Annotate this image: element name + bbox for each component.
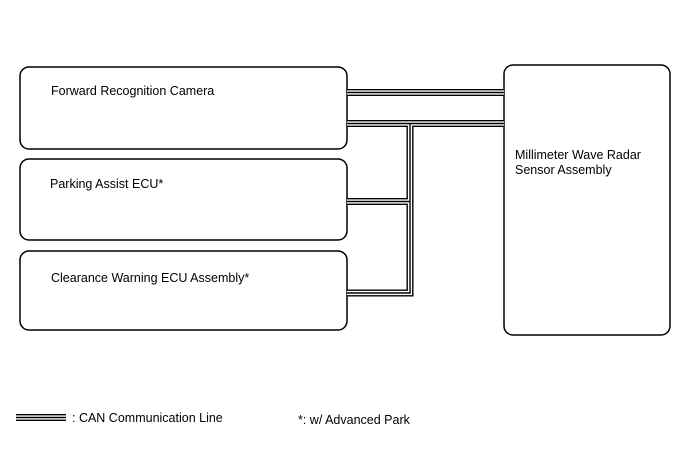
can-bus <box>347 89 504 297</box>
node-label-line1: Millimeter Wave Radar <box>515 148 641 162</box>
legend: : CAN Communication Line *: w/ Advanced … <box>16 411 411 427</box>
node-label-line2: Sensor Assembly <box>515 163 612 177</box>
node-label: Forward Recognition Camera <box>51 84 214 98</box>
node-forward-recognition-camera: Forward Recognition Camera <box>19 66 348 150</box>
node-millimeter-wave-radar: Millimeter Wave Radar Sensor Assembly <box>503 64 671 336</box>
can-line-trunk <box>347 120 504 297</box>
node-parking-assist-ecu: Parking Assist ECU* <box>19 158 348 241</box>
can-line-legend-label: : CAN Communication Line <box>72 411 223 425</box>
node-clearance-warning-ecu: Clearance Warning ECU Assembly* <box>19 250 348 331</box>
advanced-park-note: *: w/ Advanced Park <box>298 413 411 427</box>
node-label: Clearance Warning ECU Assembly* <box>51 271 249 285</box>
node-label: Parking Assist ECU* <box>50 177 163 191</box>
